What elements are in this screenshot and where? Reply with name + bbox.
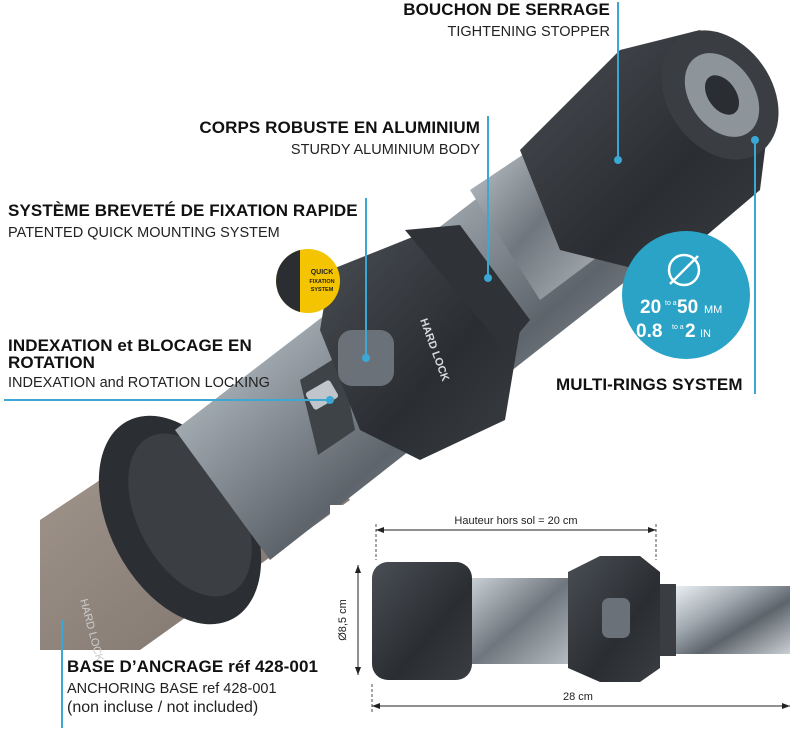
callout-quick-dot [362,354,370,362]
label-body: CORPS ROBUSTE EN ALUMINIUM STURDY ALUMIN… [199,118,480,158]
badge-line1-unit: MM [704,304,722,316]
inset-stopper [372,562,472,680]
label-base-note: (non incluse / not included) [67,699,259,716]
inset-body [472,578,572,664]
label-index-title: INDEXATION et BLOCAGE EN ROTATION [8,336,252,372]
multi-rings-badge: 20 to a 50 MM 0.8 to a 2 IN [622,231,750,359]
badge-line2-a: 0.8 [636,321,662,342]
label-body-subtitle: STURDY ALUMINIUM BODY [290,142,480,158]
badge-line2-b: 2 [685,321,696,342]
label-stopper-title: BOUCHON DE SERRAGE [403,0,610,19]
inset-tube [676,586,790,654]
label-index-subtitle: INDEXATION and ROTATION LOCKING [8,375,270,391]
callout-stopper-dot [614,156,622,164]
quick-badge-l2: FIXATION [309,279,334,285]
callout-index-dot [326,396,334,404]
label-quick-subtitle: PATENTED QUICK MOUNTING SYSTEM [8,225,280,241]
label-stopper: BOUCHON DE SERRAGE TIGHTENING STOPPER [403,0,610,40]
height-label: Hauteur hors sol = 20 cm [454,515,577,527]
diameter-label: Ø8,5 cm [337,599,349,641]
label-body-title: CORPS ROBUSTE EN ALUMINIUM [199,118,480,137]
badge-line1-small: to a [665,300,677,307]
label-quick-title: SYSTÈME BREVETÉ DE FIXATION RAPIDE [8,201,358,220]
label-base: BASE D’ANCRAGE réf 428-001 ANCHORING BAS… [67,657,318,717]
badge-line1-b: 50 [677,297,698,318]
tightening-stopper [520,30,779,275]
label-base-title: BASE D’ANCRAGE réf 428-001 [67,657,319,676]
label-stopper-subtitle: TIGHTENING STOPPER [447,24,610,40]
label-base-subtitle: ANCHORING BASE ref 428-001 [67,681,277,697]
diameter-icon [667,253,701,287]
label-quick: SYSTÈME BREVETÉ DE FIXATION RAPIDE PATEN… [8,201,358,241]
quick-fixation-badge: QUICK FIXATION SYSTEM [276,249,340,313]
callout-body-dot [484,274,492,282]
label-index: INDEXATION et BLOCAGE EN ROTATION INDEXA… [8,336,270,391]
label-rings-title: MULTI-RINGS SYSTEM [556,375,743,394]
callout-rings-dot [751,136,759,144]
length-label: 28 cm [563,691,593,703]
quick-badge-l3: SYSTEM [311,287,334,293]
callout-lines [4,2,759,728]
dimension-inset: Hauteur hors sol = 20 cm Ø8,5 cm 28 cm [330,505,798,727]
badge-line2-small: to a [672,324,684,331]
badge-line2-unit: IN [700,328,711,340]
badge-line1-a: 20 [640,297,661,318]
quick-badge-l1: QUICK [311,269,334,276]
label-rings: MULTI-RINGS SYSTEM [556,375,743,395]
